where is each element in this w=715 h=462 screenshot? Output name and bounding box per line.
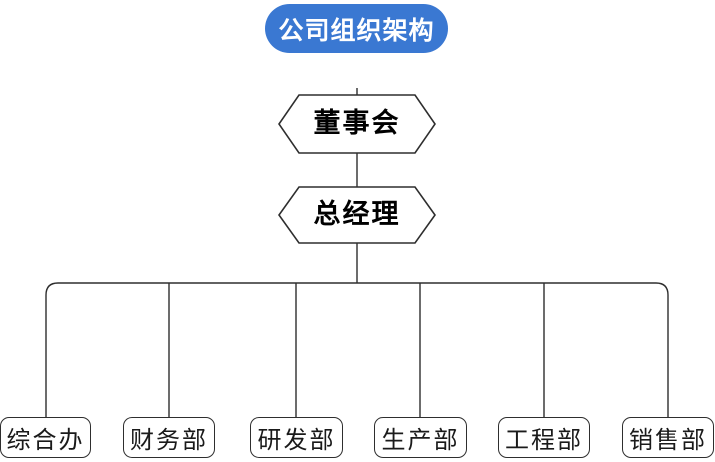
- dept-label: 销售部: [629, 426, 707, 454]
- dept-label: 综合办: [6, 426, 85, 454]
- board-hexagon: [278, 94, 436, 154]
- dept-label: 生产部: [381, 426, 460, 454]
- chart-title-pill: 公司组织架构: [265, 4, 448, 53]
- dept-node-rnd: 研发部: [250, 417, 343, 458]
- dept-node-finance: 财务部: [123, 417, 215, 458]
- dept-label: 工程部: [505, 426, 583, 454]
- dept-node-sales: 销售部: [622, 417, 714, 458]
- trunk-line: [45, 282, 669, 417]
- dept-node-general-office: 综合办: [0, 417, 91, 458]
- dept-label: 财务部: [130, 426, 208, 454]
- dept-node-production: 生产部: [374, 417, 467, 458]
- gm-hexagon: [278, 186, 436, 244]
- chart-title: 公司组织架构: [278, 15, 435, 45]
- gm-node-label: 总经理: [313, 199, 401, 230]
- board-node-label: 董事会: [313, 108, 401, 139]
- dept-label: 研发部: [257, 426, 336, 454]
- dept-node-engineering: 工程部: [498, 417, 590, 458]
